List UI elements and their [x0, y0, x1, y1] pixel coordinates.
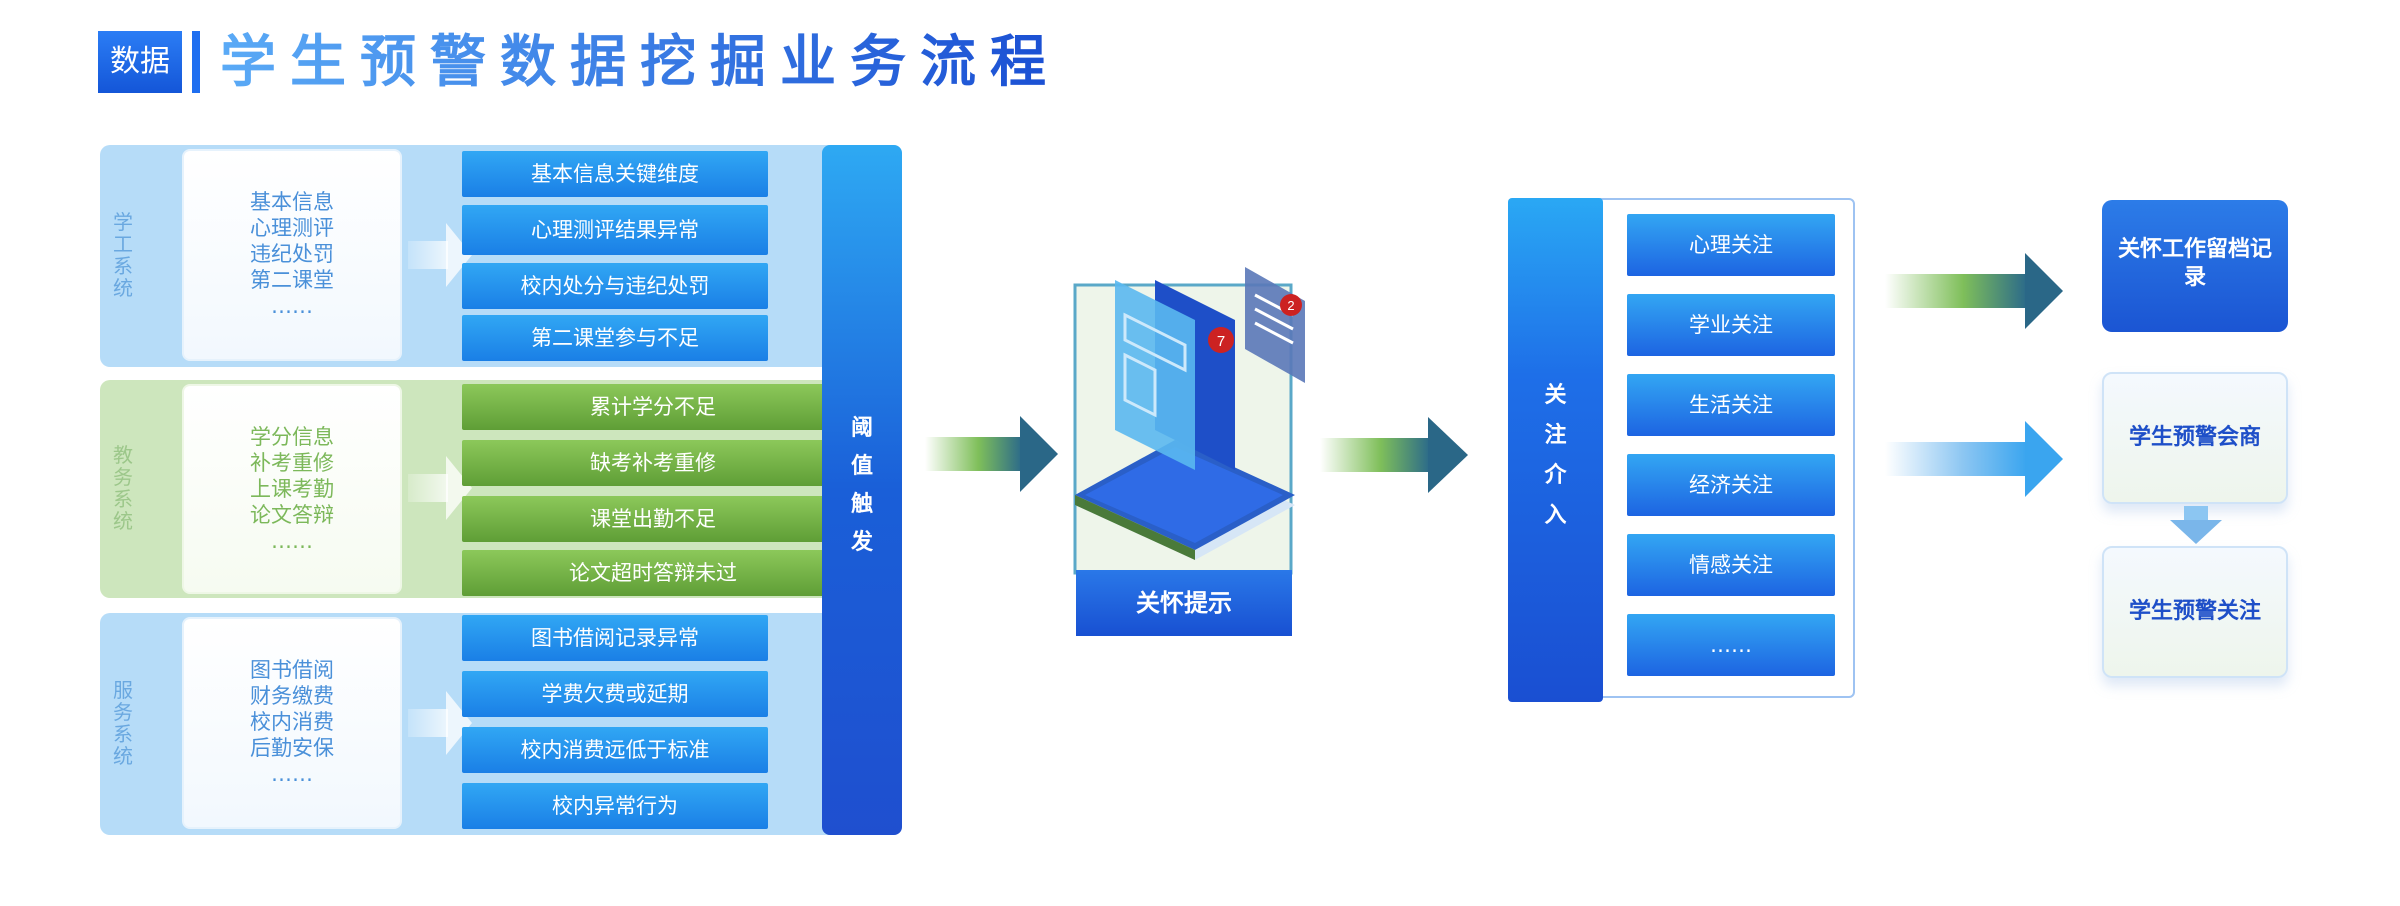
focus-item: 经济关注 — [1627, 454, 1835, 516]
indicator-pill: 累计学分不足 — [462, 384, 844, 430]
focus-item: 学业关注 — [1627, 294, 1835, 356]
focus-intervention-bar: 关注介入 — [1508, 198, 1603, 702]
care-prompt-label: 关怀提示 — [1076, 570, 1292, 636]
source-band-services: 服务系统 图书借阅财务缴费校内消费后勤安保…… 图书借阅记录异常 学费欠费或延期… — [100, 613, 900, 835]
source-band-student-affairs: 学工系统 基本信息心理测评违纪处罚第二课堂…… 基本信息关键维度 心理测评结果异… — [100, 145, 900, 367]
page-title: 学生预警数据挖掘业务流程 — [220, 28, 1060, 98]
indicator-pill: 图书借阅记录异常 — [462, 615, 768, 661]
focus-item: 生活关注 — [1627, 374, 1835, 436]
flow-arrow-head — [1428, 417, 1468, 493]
indicator-pill: 课堂出勤不足 — [462, 496, 844, 542]
indicator-pill: 校内消费远低于标准 — [462, 727, 768, 773]
flow-chevron — [408, 709, 448, 737]
indicator-pill: 缺考补考重修 — [462, 440, 844, 486]
source-items-card: 图书借阅财务缴费校内消费后勤安保…… — [182, 617, 402, 829]
indicator-pill: 第二课堂参与不足 — [462, 315, 768, 361]
flow-arrow — [925, 437, 1022, 471]
system-label: 学工系统 — [113, 210, 135, 300]
indicator-pill: 论文超时答辩未过 — [462, 550, 844, 596]
indicator-pill: 心理测评结果异常 — [462, 205, 768, 255]
flow-chevron — [408, 241, 448, 269]
alert-badge: 7 — [1217, 333, 1225, 350]
indicator-pill: 基本信息关键维度 — [462, 151, 768, 197]
source-items-card: 学分信息补考重修上课考勤论文答辩…… — [182, 384, 402, 594]
title-divider — [192, 31, 200, 93]
flow-arrow — [1320, 438, 1430, 472]
flow-arrow-head — [2025, 253, 2063, 329]
flow-arrow — [1885, 274, 2027, 308]
down-arrow-icon — [2170, 506, 2222, 544]
focus-item: …… — [1627, 614, 1835, 676]
warning-attention-box: 学生预警关注 — [2102, 546, 2288, 678]
indicator-pill: 学费欠费或延期 — [462, 671, 768, 717]
phone-alert-illustration: 7 2 — [1073, 267, 1305, 575]
source-band-academic-affairs: 教务系统 学分信息补考重修上课考勤论文答辩…… 累计学分不足 缺考补考重修 课堂… — [100, 380, 900, 598]
flow-arrow — [1885, 442, 2027, 476]
threshold-trigger-bar: 阈值触发 — [822, 145, 902, 835]
system-label: 教务系统 — [113, 443, 135, 533]
indicator-pill: 校内异常行为 — [462, 783, 768, 829]
alert-badge: 2 — [1287, 298, 1294, 313]
flow-arrow-head — [1020, 416, 1058, 492]
source-items-card: 基本信息心理测评违纪处罚第二课堂…… — [182, 149, 402, 361]
warning-consult-box: 学生预警会商 — [2102, 372, 2288, 504]
system-label: 服务系统 — [113, 678, 135, 768]
title-tag: 数据 — [98, 31, 182, 93]
focus-item: 情感关注 — [1627, 534, 1835, 596]
flow-arrow-head — [2025, 421, 2063, 497]
care-record-box: 关怀工作留档记录 — [2102, 200, 2288, 332]
indicator-pill: 校内处分与违纪处罚 — [462, 263, 768, 309]
flow-chevron — [408, 474, 448, 502]
focus-item: 心理关注 — [1627, 214, 1835, 276]
